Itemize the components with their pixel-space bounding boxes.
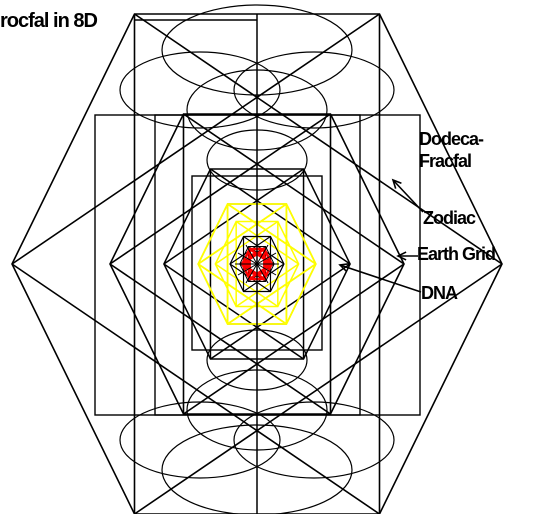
zodiac-arrow-shaft: [393, 180, 423, 212]
title-label: rocfal in 8D: [0, 10, 97, 33]
earth-grid-label: Earth Grid: [417, 244, 495, 265]
hex-diagonal-2-1: [164, 264, 304, 359]
hex-diagonal-1-2: [184, 114, 405, 264]
dna-arrow-shaft: [340, 265, 421, 292]
dodeca-fractal-label-line2: Fracfal: [419, 151, 471, 172]
hex-diagonal-2-2: [210, 169, 350, 264]
hex-diagonal-2-0: [164, 169, 304, 264]
pointer-arrows: [340, 180, 423, 292]
hex-diagonal-1-0: [110, 114, 331, 264]
lobe-ellipse-7: [234, 52, 394, 128]
hex-diagonal-2-5: [210, 264, 350, 359]
dna-label: DNA: [421, 283, 457, 304]
zodiac-label: Zodiac: [423, 208, 475, 229]
dodeca-fractal-label-line1: Dodeca-: [419, 129, 483, 150]
hex-diagonal-0-1: [12, 264, 380, 514]
dna-core: [235, 242, 279, 286]
